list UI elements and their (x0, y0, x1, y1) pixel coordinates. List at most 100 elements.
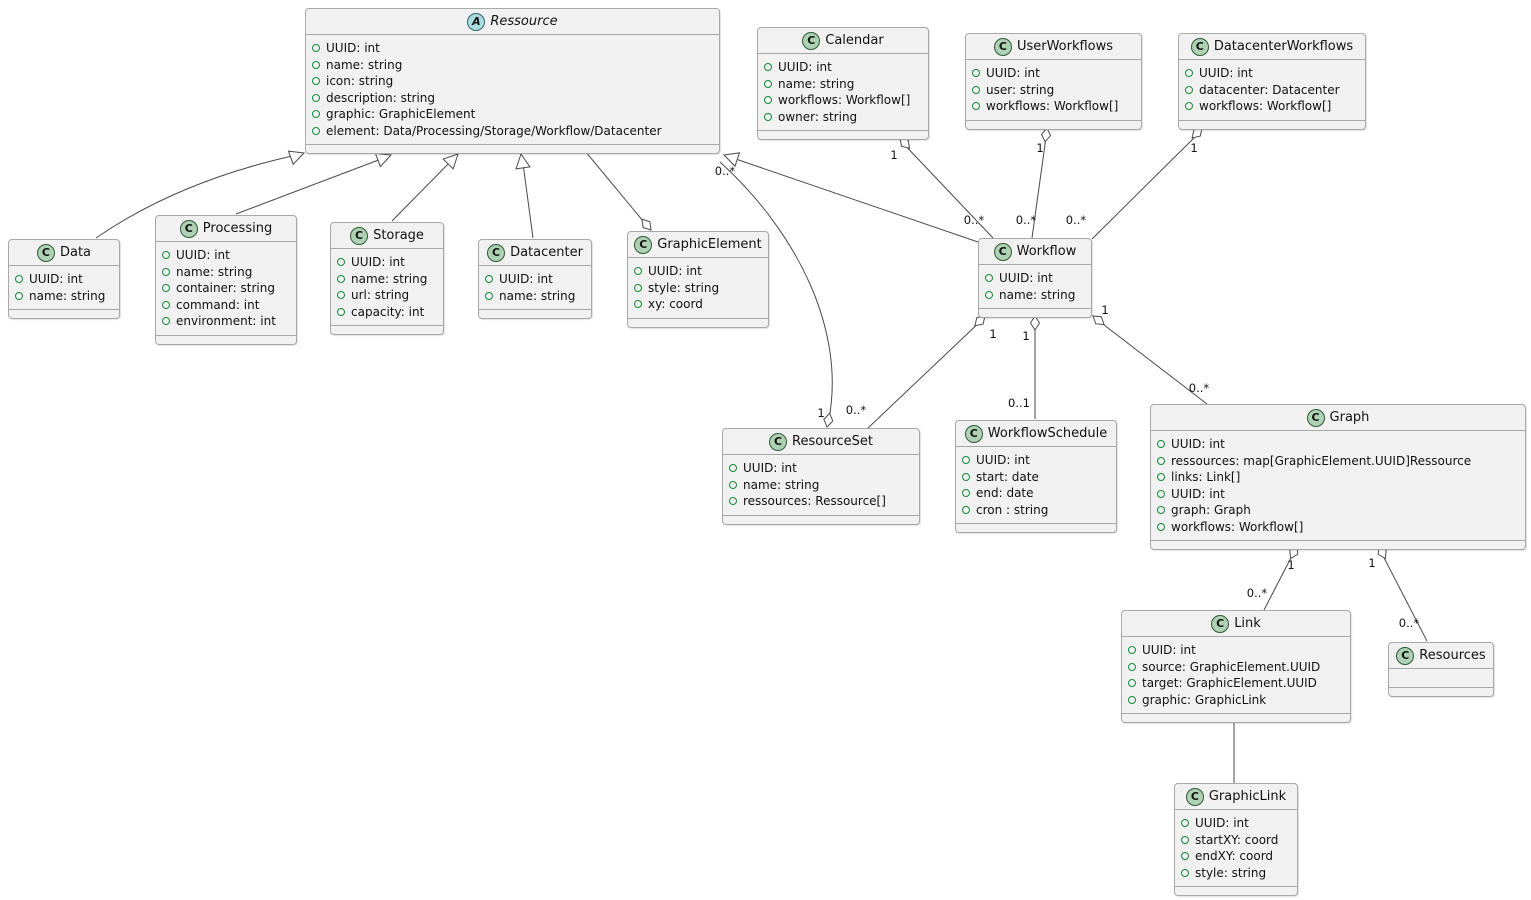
field-visibility-icon (1185, 102, 1193, 111)
multiplicity-label: 0..* (1066, 213, 1087, 227)
class-attribute: style: string (1181, 865, 1291, 882)
attribute-text: environment: int (176, 314, 276, 328)
attribute-text: xy: coord (648, 297, 703, 311)
field-visibility-icon (1181, 819, 1189, 828)
attribute-text: UUID: int (1171, 486, 1225, 501)
inheritance-triangle-icon (374, 152, 393, 168)
attribute-text: workflows: Workflow[] (986, 99, 1119, 113)
field-visibility-icon (962, 456, 970, 465)
class-attribute: UUID: int (972, 65, 1135, 82)
multiplicity-label: 1 (1190, 141, 1197, 155)
field-visibility-icon (1157, 440, 1165, 449)
edge-resourceset-aggregates-ressource: 0..*1 (715, 161, 834, 428)
multiplicity-label: 1 (890, 148, 897, 162)
class-badge-icon: C (1396, 646, 1415, 665)
field-visibility-icon (764, 79, 772, 88)
edge-path (95, 153, 302, 239)
attribute-text: container: string (176, 281, 275, 295)
field-visibility-icon (1157, 473, 1165, 482)
attribute-text: ressources: Ressource[] (743, 494, 886, 508)
edge-path (521, 155, 534, 239)
field-visibility-icon (764, 63, 772, 72)
inheritance-triangle-icon (515, 152, 531, 170)
multiplicity-label: 1 (989, 327, 996, 341)
attribute-text: UUID: int (743, 461, 797, 475)
attribute-text: icon: string (326, 74, 394, 88)
field-visibility-icon (972, 69, 980, 78)
class-name: Data (59, 245, 92, 260)
attribute-text: UUID: int (1171, 437, 1225, 451)
class-attribute: UUID: int (337, 254, 437, 271)
class-attribute: UUID: int (312, 40, 713, 57)
edge-path (1031, 129, 1048, 239)
field-visibility-icon (162, 284, 170, 293)
class-attribute: name: string (485, 288, 585, 305)
methods-section (1389, 687, 1493, 696)
field-visibility-icon (985, 290, 993, 299)
class-name: Graph (1329, 410, 1370, 425)
attribute-text: datacenter: Datacenter (1199, 82, 1340, 97)
class-attribute: UUID: int (1157, 436, 1519, 453)
field-visibility-icon (1181, 835, 1189, 844)
multiplicity-label: 0..* (1016, 213, 1037, 227)
edge-path (391, 155, 457, 222)
class-attribute: links: Link[] (1157, 469, 1519, 486)
field-visibility-icon (1128, 695, 1136, 704)
class-badge-icon: C (1211, 614, 1230, 633)
field-visibility-icon (729, 497, 737, 506)
class-attribute: UUID: int (15, 271, 113, 288)
attribute-text: graphic: GraphicLink (1142, 692, 1267, 707)
inheritance-triangle-icon (722, 152, 741, 168)
methods-section (758, 130, 928, 139)
edge-datacenter-extends-ressource (515, 152, 534, 239)
methods-section (1151, 540, 1525, 549)
field-visibility-icon (764, 96, 772, 105)
field-visibility-icon (1128, 646, 1136, 655)
attribute-text: name: string (999, 287, 1076, 302)
attribute-text: links: Link[] (1171, 470, 1241, 484)
field-visibility-icon (337, 291, 345, 300)
field-visibility-icon (312, 110, 320, 119)
methods-section (979, 308, 1091, 317)
class-name: Storage (373, 228, 424, 243)
field-visibility-icon (312, 60, 320, 69)
field-visibility-icon (312, 126, 320, 135)
edge-ressource-graphicelement (584, 150, 652, 231)
class-attribute: workflows: Workflow[] (764, 92, 922, 109)
methods-section (331, 325, 443, 334)
multiplicity-label: 1 (1036, 141, 1043, 155)
class-attribute: UUID: int (729, 460, 913, 477)
class-badge-icon: C (769, 432, 788, 451)
field-visibility-icon (162, 251, 170, 260)
edge-workflow-aggregates-graph: 10..* (1092, 303, 1209, 405)
class-attribute: datacenter: Datacenter (1185, 82, 1359, 99)
class-name: Link (1234, 616, 1261, 631)
attribute-text: ressources: map[GraphicElement.UUID]Ress… (1171, 453, 1472, 468)
edge-path (1094, 317, 1208, 405)
class-attribute: name: string (312, 57, 713, 74)
field-visibility-icon (485, 275, 493, 284)
field-visibility-icon (972, 102, 980, 111)
class-attribute: UUID: int (764, 59, 922, 76)
class-name: Processing (202, 221, 273, 236)
field-visibility-icon (337, 258, 345, 267)
multiplicity-label: 0..* (846, 403, 867, 417)
class-attribute: workflows: Workflow[] (1157, 519, 1519, 536)
multiplicity-label: 1 (1101, 303, 1108, 317)
class-name: GraphicLink (1208, 789, 1287, 804)
